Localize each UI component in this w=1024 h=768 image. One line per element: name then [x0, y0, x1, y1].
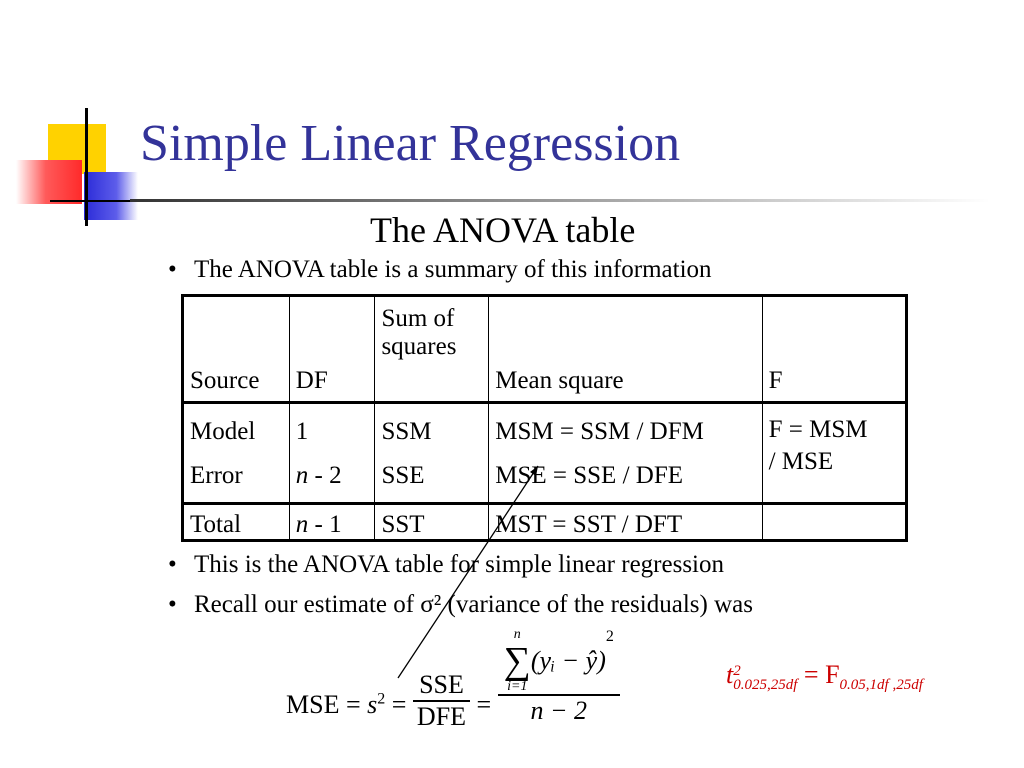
sum-body: (yᵢ − ŷ) — [530, 646, 606, 675]
t-symbol: t — [726, 660, 734, 689]
sum-upper: n — [513, 627, 521, 642]
frac1-den: DFE — [416, 702, 467, 731]
frac2-den: n − 2 — [530, 696, 588, 725]
bullet-2: • This is the ANOVA table for simple line… — [168, 550, 724, 580]
header-ss-line2: squares — [381, 333, 457, 360]
bullet-1-text: The ANOVA table is a summary of this inf… — [194, 256, 712, 283]
f-line1: F = MSM — [768, 416, 868, 443]
error-df: n - 2 — [296, 454, 369, 498]
bullet-1: • The ANOVA table is a summary of this in… — [168, 255, 712, 285]
bullet-dot: • — [168, 551, 177, 578]
cell-ms: MSM = SSM / DFM MSE = SSE / DFE — [488, 402, 763, 504]
total-ms: MST = SST / DFT — [488, 503, 763, 541]
model-df: 1 — [295, 418, 309, 445]
bullet-dot: • — [168, 591, 177, 618]
formula-s-exp: 2 — [377, 690, 386, 708]
error-source: Error — [190, 462, 243, 489]
mse-formula: MSE = s2 = SSE DFE = n ∑ i=1 (yᵢ − ŷ)2 n… — [286, 622, 620, 732]
cell-df: 1 n - 2 — [288, 402, 376, 504]
total-df-rest: - 1 — [308, 511, 342, 538]
header-ss: Sum of squares — [374, 295, 490, 403]
frac1-num: SSE — [412, 670, 471, 702]
model-ms: MSM = SSM / DFM — [495, 418, 704, 445]
total-df-var: n — [295, 511, 309, 538]
sum-exp: 2 — [605, 628, 614, 645]
formula-frac1: SSE DFE — [412, 670, 471, 732]
table-row-total: Total n - 1 SST MST = SST / DFT — [182, 503, 908, 541]
decor-red-square — [16, 160, 82, 204]
error-df-rest: - 2 — [308, 462, 342, 489]
t-sub: 0.025,25df — [733, 677, 798, 693]
total-source: Total — [182, 503, 290, 541]
header-f: F — [761, 295, 908, 403]
f-line2: / MSE — [768, 448, 834, 475]
model-ss: SSM — [381, 418, 432, 445]
table-header-row: Source DF Sum of squares Mean square F — [182, 295, 908, 403]
sum-lower: i=1 — [507, 679, 528, 694]
total-f — [761, 503, 908, 541]
formula-lhs: MSE = — [286, 690, 368, 719]
decor-horizontal-line — [50, 200, 160, 202]
sum-operator: n ∑ i=1 — [504, 628, 531, 694]
cell-ss: SSM SSE — [374, 402, 490, 504]
bullet-dot: • — [168, 256, 177, 283]
formula-eq1: = — [385, 690, 407, 719]
sigma-symbol: ∑ — [503, 640, 531, 682]
decor-vertical-line — [85, 108, 88, 226]
title-underline — [130, 199, 990, 202]
error-ss: SSE — [381, 462, 425, 489]
slide-subtitle: The ANOVA table — [370, 210, 636, 250]
cell-source: Model Error — [182, 402, 290, 504]
formula-eq2: = — [476, 690, 492, 719]
bullet-3-text: Recall our estimate of σ² (variance of t… — [194, 591, 753, 618]
error-df-var: n — [295, 462, 309, 489]
table-row-model-error: Model Error 1 n - 2 SSM SSE MSM = SSM / … — [182, 402, 908, 504]
f-eq: = F — [797, 660, 840, 689]
slide-title: Simple Linear Regression — [140, 115, 681, 172]
f-sub: 0.05,1df ,25df — [839, 677, 923, 694]
frac2-num: n ∑ i=1 (yᵢ − ŷ)2 — [497, 628, 620, 696]
t-sup: 2 — [733, 663, 741, 679]
anova-table: Source DF Sum of squares Mean square F M… — [181, 294, 908, 542]
header-ss-line1: Sum of — [381, 305, 455, 332]
formula-frac2: n ∑ i=1 (yᵢ − ŷ)2 n − 2 — [497, 628, 620, 726]
total-ss: SST — [374, 503, 490, 541]
decor-blue-square — [84, 172, 138, 220]
cell-f: F = MSM / MSE — [761, 402, 908, 504]
bullet-2-text: This is the ANOVA table for simple linea… — [194, 551, 725, 578]
model-source: Model — [190, 418, 256, 445]
formula-s: s — [367, 690, 378, 719]
bullet-3: • Recall our estimate of σ² (variance of … — [168, 590, 753, 620]
